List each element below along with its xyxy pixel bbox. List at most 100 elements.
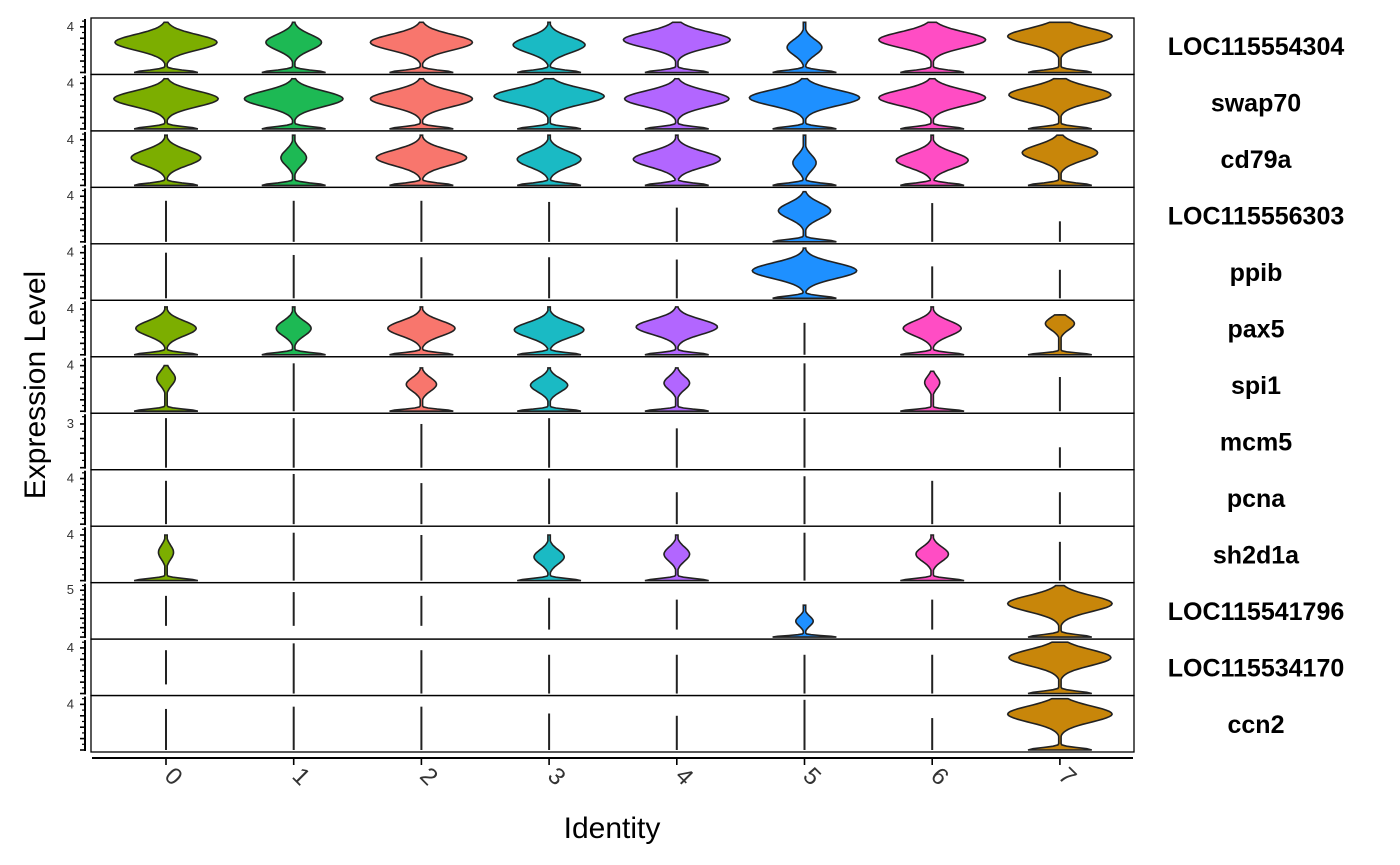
violin-cluster-4 <box>644 534 709 582</box>
panel-frame <box>90 356 1135 414</box>
violin-cluster-7 <box>1027 314 1092 356</box>
y-tick-label: 4 <box>67 696 74 711</box>
violin-cluster-1 <box>261 306 326 356</box>
violin-cluster-7 <box>1006 584 1114 638</box>
x-tick-label-0: 0 <box>159 762 188 791</box>
violin-cluster-5 <box>751 247 858 300</box>
gene-label: LOC115534170 <box>1168 654 1345 682</box>
y-tick-label: 4 <box>67 358 74 373</box>
y-tick-label: 4 <box>67 132 74 147</box>
gene-label: LOC115541796 <box>1168 598 1345 626</box>
gene-label: mcm5 <box>1220 428 1292 456</box>
y-tick-label: 4 <box>67 19 74 34</box>
panel-frame <box>90 186 1135 245</box>
panel-frame <box>90 299 1135 358</box>
violin-cluster-5 <box>748 77 861 130</box>
gene-label: pax5 <box>1228 316 1285 344</box>
violin-cluster-4 <box>632 134 722 187</box>
y-tick-label: 4 <box>67 640 74 655</box>
y-tick-label: 4 <box>67 188 74 203</box>
panel-frame <box>90 130 1135 189</box>
x-axis: 0 1 2 3 4 5 6 7 <box>92 757 1133 791</box>
violin-cluster-6 <box>877 21 987 74</box>
violin-cluster-0 <box>112 77 220 130</box>
violin-cluster-3 <box>517 534 582 582</box>
y-tick-label: 4 <box>67 75 74 90</box>
violin-cluster-2 <box>369 21 474 74</box>
violin-cluster-4 <box>623 77 730 130</box>
violin-cluster-6 <box>895 134 970 187</box>
violin-cluster-5 <box>772 21 837 74</box>
gene-panel-mcm5: 3 mcm5 <box>67 412 1292 471</box>
panel-frame <box>90 17 1135 76</box>
violin-cluster-1 <box>261 134 326 187</box>
violin-cluster-4 <box>644 367 709 412</box>
gene-panel-ppib: 4 ppib <box>67 243 1283 301</box>
violin-cluster-3 <box>493 77 606 130</box>
violin-panels: 4LOC1155543044swap704cd79a4LOC1155563034… <box>67 17 1345 753</box>
x-tick-label-2: 2 <box>414 762 443 791</box>
y-tick-label: 4 <box>67 301 74 316</box>
gene-label: spi1 <box>1231 372 1281 400</box>
panel-frame <box>90 469 1135 527</box>
violin-cluster-7 <box>1021 134 1099 187</box>
violin-cluster-2 <box>375 134 468 187</box>
x-axis-title: Identity <box>564 812 661 845</box>
violin-cluster-2 <box>386 306 456 356</box>
violin-cluster-3 <box>516 134 582 187</box>
violin-cluster-5 <box>772 604 837 638</box>
violin-cluster-7 <box>1006 21 1113 74</box>
violin-cluster-2 <box>389 367 454 412</box>
violin-cluster-6 <box>900 370 965 412</box>
violin-cluster-0 <box>133 534 199 582</box>
x-tick-label-3: 3 <box>542 762 571 791</box>
violin-cluster-5 <box>772 190 837 243</box>
gene-label: swap70 <box>1211 90 1301 118</box>
violin-cluster-3 <box>513 306 585 356</box>
violin-cluster-7 <box>1008 641 1112 695</box>
gene-panel-spi1: 4 spi1 <box>67 356 1281 414</box>
violin-cluster-3 <box>517 367 582 412</box>
violin-cluster-0 <box>130 134 202 187</box>
panel-frame <box>90 638 1135 697</box>
gene-label: LOC115556303 <box>1168 203 1345 231</box>
violin-cluster-6 <box>900 306 965 356</box>
violin-cluster-0 <box>114 21 218 74</box>
violin-cluster-1 <box>243 77 344 130</box>
y-tick-label: 3 <box>67 416 74 431</box>
gene-panel-cd79a: 4 cd79a <box>67 130 1293 189</box>
violin-cluster-6 <box>900 534 965 582</box>
violin-cluster-2 <box>369 77 474 130</box>
violin-cluster-5 <box>772 134 837 187</box>
gene-label: ccn2 <box>1228 711 1285 739</box>
panel-frame <box>90 243 1135 301</box>
violin-cluster-3 <box>512 21 586 74</box>
x-tick-label-5: 5 <box>798 762 827 791</box>
gene-label: ppib <box>1230 259 1283 287</box>
y-axis-title: Expression Level <box>19 271 52 499</box>
y-tick-label: 5 <box>67 582 74 597</box>
x-tick-label-1: 1 <box>287 762 316 791</box>
y-tick-label: 4 <box>67 527 74 542</box>
panel-frame <box>90 525 1135 584</box>
gene-label: sh2d1a <box>1213 541 1300 569</box>
x-tick-label-6: 6 <box>925 762 954 791</box>
violin-cluster-4 <box>622 21 732 74</box>
gene-panel-ccn2: 4 ccn2 <box>67 694 1285 753</box>
violin-cluster-7 <box>1008 77 1112 130</box>
y-tick-label: 4 <box>67 245 74 260</box>
gene-panel-swap70: 4 swap70 <box>67 73 1301 132</box>
violin-cluster-1 <box>261 21 326 74</box>
gene-label: cd79a <box>1221 146 1293 174</box>
violin-cluster-4 <box>635 306 719 356</box>
x-tick-label-4: 4 <box>670 762 699 791</box>
x-tick-label-7: 7 <box>1053 762 1082 791</box>
y-tick-label: 4 <box>67 471 74 486</box>
violin-cluster-7 <box>1006 697 1114 751</box>
